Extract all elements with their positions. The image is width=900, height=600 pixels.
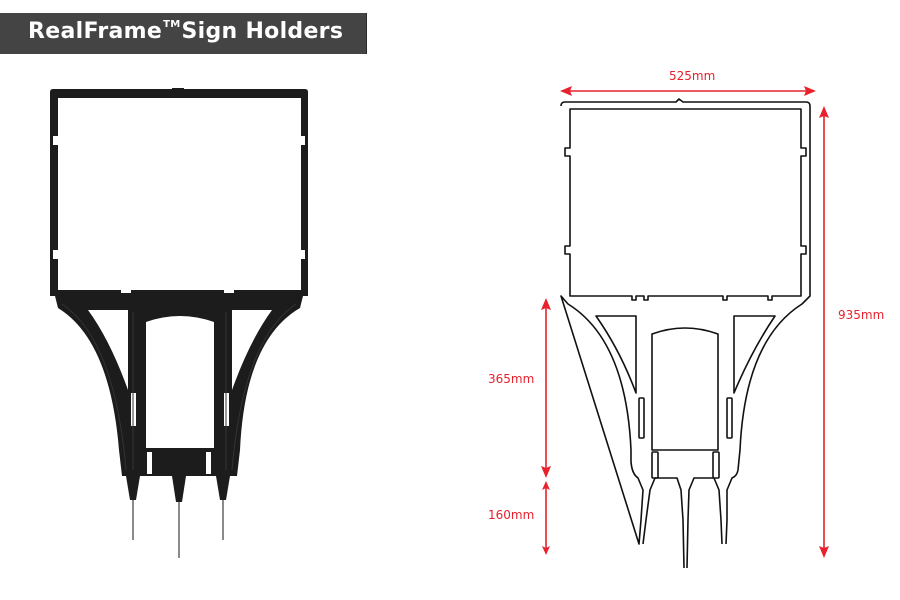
dimension-drawing xyxy=(541,86,829,569)
product-name: Sign Holders xyxy=(181,19,344,44)
brand-name: RealFrame xyxy=(28,19,163,44)
total-height-dimension-label: 935mm xyxy=(838,308,885,322)
body-height-dimension-label: 365mm xyxy=(488,372,535,386)
stake-height-dimension-label: 160mm xyxy=(488,508,535,522)
width-dimension-label: 525mm xyxy=(669,69,716,83)
title-banner: RealFrameTMSign Holders xyxy=(0,13,367,54)
trademark-symbol: TM xyxy=(163,19,181,30)
page-title: RealFrameTMSign Holders xyxy=(28,19,343,44)
product-photo xyxy=(50,88,308,558)
